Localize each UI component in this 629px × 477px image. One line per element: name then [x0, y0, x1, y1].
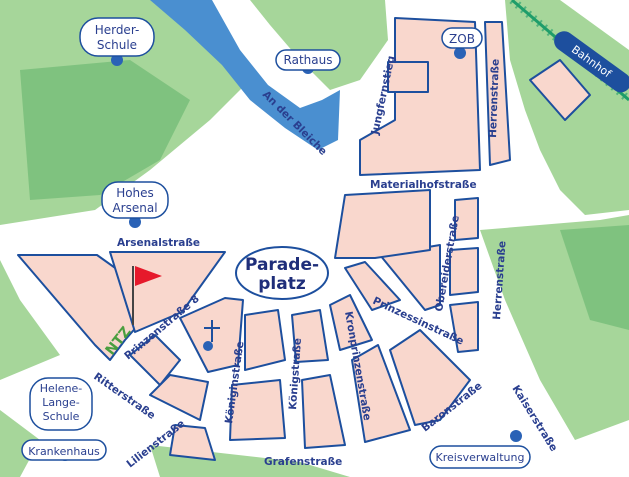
herder-label: Schule — [97, 38, 137, 52]
block-zob — [359, 17, 481, 176]
block-baron — [389, 329, 471, 426]
block-koenig-n — [291, 309, 329, 363]
hohes-label: Hohes — [116, 186, 154, 200]
kreis-label: Kreisverwaltung — [436, 451, 525, 464]
block-koenigin-n — [244, 309, 286, 371]
hohes-pin[interactable] — [129, 216, 141, 228]
street-label-herren-south: Herrenstraße — [491, 240, 508, 320]
church-pin[interactable] — [203, 341, 213, 351]
canal-water — [150, 0, 340, 150]
block-bahnhof — [529, 59, 591, 121]
herder-label-box[interactable] — [79, 17, 155, 57]
herder-pin[interactable] — [111, 54, 123, 66]
hohes-label: Arsenal — [112, 201, 157, 215]
block-kronprinz-s — [351, 344, 411, 443]
park-west — [0, 260, 60, 380]
block-material — [334, 189, 431, 259]
paradeplatz-circle[interactable] — [235, 246, 329, 300]
helene-label: Helene- — [40, 382, 83, 395]
kranken-label: Krankenhaus — [28, 445, 100, 458]
block-ritter-2 — [149, 374, 209, 421]
helene-label: Lange- — [42, 396, 80, 409]
kreis-pin[interactable] — [510, 430, 522, 442]
block-herren — [484, 21, 511, 166]
block-koenig-s — [301, 374, 346, 449]
park-southwest — [0, 410, 40, 477]
block-kronprinz-n — [329, 294, 373, 351]
street-label-herren-north: Herrenstraße — [487, 59, 502, 138]
block-koenigin-s — [229, 379, 286, 441]
street-label-materialhof: Materialhofstraße — [370, 179, 477, 191]
dark-green-areas — [20, 60, 629, 330]
paradeplatz-label: Parade- — [245, 255, 319, 275]
paradeplatz-label: platz — [258, 274, 306, 294]
park-north — [250, 0, 388, 90]
block-ritter-1 — [129, 334, 181, 386]
block-prinzessin-1 — [344, 261, 401, 311]
street-label-koenig: Königstraße — [287, 338, 304, 411]
street-label-grafen: Grafenstraße — [264, 456, 342, 468]
city-blocks — [17, 17, 591, 461]
rathaus-label: Rathaus — [284, 53, 333, 67]
kranken-label-box[interactable] — [21, 439, 107, 461]
block-ritter-3 — [169, 424, 216, 461]
zob-label: ZOB — [449, 32, 475, 46]
helene-label: Schule — [43, 410, 80, 423]
wood-east — [560, 225, 629, 330]
block-obereider-1 — [449, 247, 479, 296]
kreis-label-box[interactable] — [429, 445, 531, 469]
church-icon — [204, 320, 220, 342]
rathaus-label-box[interactable] — [275, 49, 341, 71]
zob-pin[interactable] — [454, 47, 466, 59]
landmark-labels — [21, 17, 531, 469]
wood-west — [20, 60, 190, 200]
herder-label: Herder- — [95, 23, 140, 37]
block-obereider-3 — [454, 197, 479, 241]
zob-label-box[interactable] — [441, 27, 483, 49]
flag-icon — [135, 266, 162, 286]
block-obereider-2 — [449, 301, 479, 353]
helene-label-box[interactable] — [29, 377, 93, 431]
street-label-arsenal: Arsenalstraße — [117, 237, 200, 249]
hohes-label-box[interactable] — [101, 181, 169, 219]
block-jungfern-inner — [387, 61, 429, 93]
